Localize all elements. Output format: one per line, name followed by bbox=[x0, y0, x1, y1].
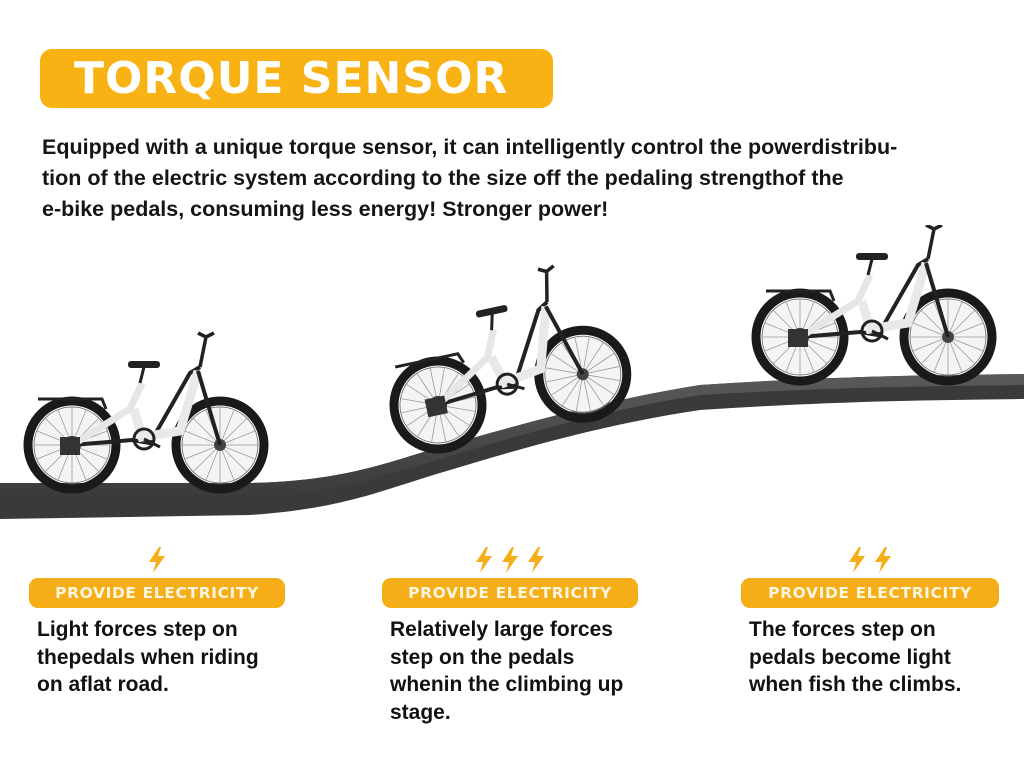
intro-line: Equipped with a unique torque sensor, it… bbox=[42, 135, 898, 159]
stage-description: Relatively large forces step on the peda… bbox=[382, 616, 638, 726]
lightning-bolt-icon bbox=[875, 547, 891, 573]
intro-line: e-bike pedals, consuming less energy! St… bbox=[42, 197, 609, 221]
lightning-bolt-icon bbox=[476, 547, 492, 573]
stage-climbing: PROVIDE ELECTRICITY Relatively large for… bbox=[382, 545, 638, 726]
bike-flat-road bbox=[28, 333, 264, 489]
provide-electricity-badge: PROVIDE ELECTRICITY bbox=[29, 578, 285, 608]
lightning-bolt-icon bbox=[149, 547, 165, 573]
bolt-row bbox=[741, 545, 999, 575]
page-title: TORQUE SENSOR bbox=[74, 52, 509, 104]
stage-description: The forces step on pedals become light w… bbox=[741, 616, 999, 699]
bolt-row bbox=[382, 545, 638, 575]
title-banner: TORQUE SENSOR bbox=[40, 49, 553, 108]
stage-flat-road: PROVIDE ELECTRICITY Light forces step on… bbox=[29, 545, 285, 699]
lightning-bolt-icon bbox=[528, 547, 544, 573]
stage-finish-climb: PROVIDE ELECTRICITY The forces step on p… bbox=[741, 545, 999, 699]
bolt-row bbox=[29, 545, 285, 575]
desc-line: on aflat road. bbox=[37, 673, 169, 696]
desc-line: stage. bbox=[390, 700, 451, 724]
desc-line: The forces step on bbox=[749, 618, 936, 641]
desc-line: Relatively large forces bbox=[390, 618, 613, 641]
desc-line: whenin the climbing up bbox=[390, 673, 624, 696]
lightning-bolt-icon bbox=[502, 547, 518, 573]
provide-electricity-badge: PROVIDE ELECTRICITY bbox=[382, 578, 638, 608]
riding-scene bbox=[0, 225, 1024, 535]
desc-line: when fish the climbs. bbox=[749, 673, 962, 696]
desc-line: Light forces step on bbox=[37, 618, 238, 641]
bike-top-of-climb bbox=[756, 225, 992, 381]
lightning-bolt-icon bbox=[849, 547, 865, 573]
stage-description: Light forces step on thepedals when ridi… bbox=[29, 616, 285, 699]
provide-electricity-badge: PROVIDE ELECTRICITY bbox=[741, 578, 999, 608]
desc-line: pedals become light bbox=[749, 645, 951, 669]
desc-line: step on the pedals bbox=[390, 645, 575, 669]
road bbox=[0, 374, 1024, 519]
intro-line: tion of the electric system according to… bbox=[42, 166, 844, 190]
desc-line: thepedals when riding bbox=[37, 645, 259, 669]
intro-paragraph: Equipped with a unique torque sensor, it… bbox=[42, 132, 1022, 225]
